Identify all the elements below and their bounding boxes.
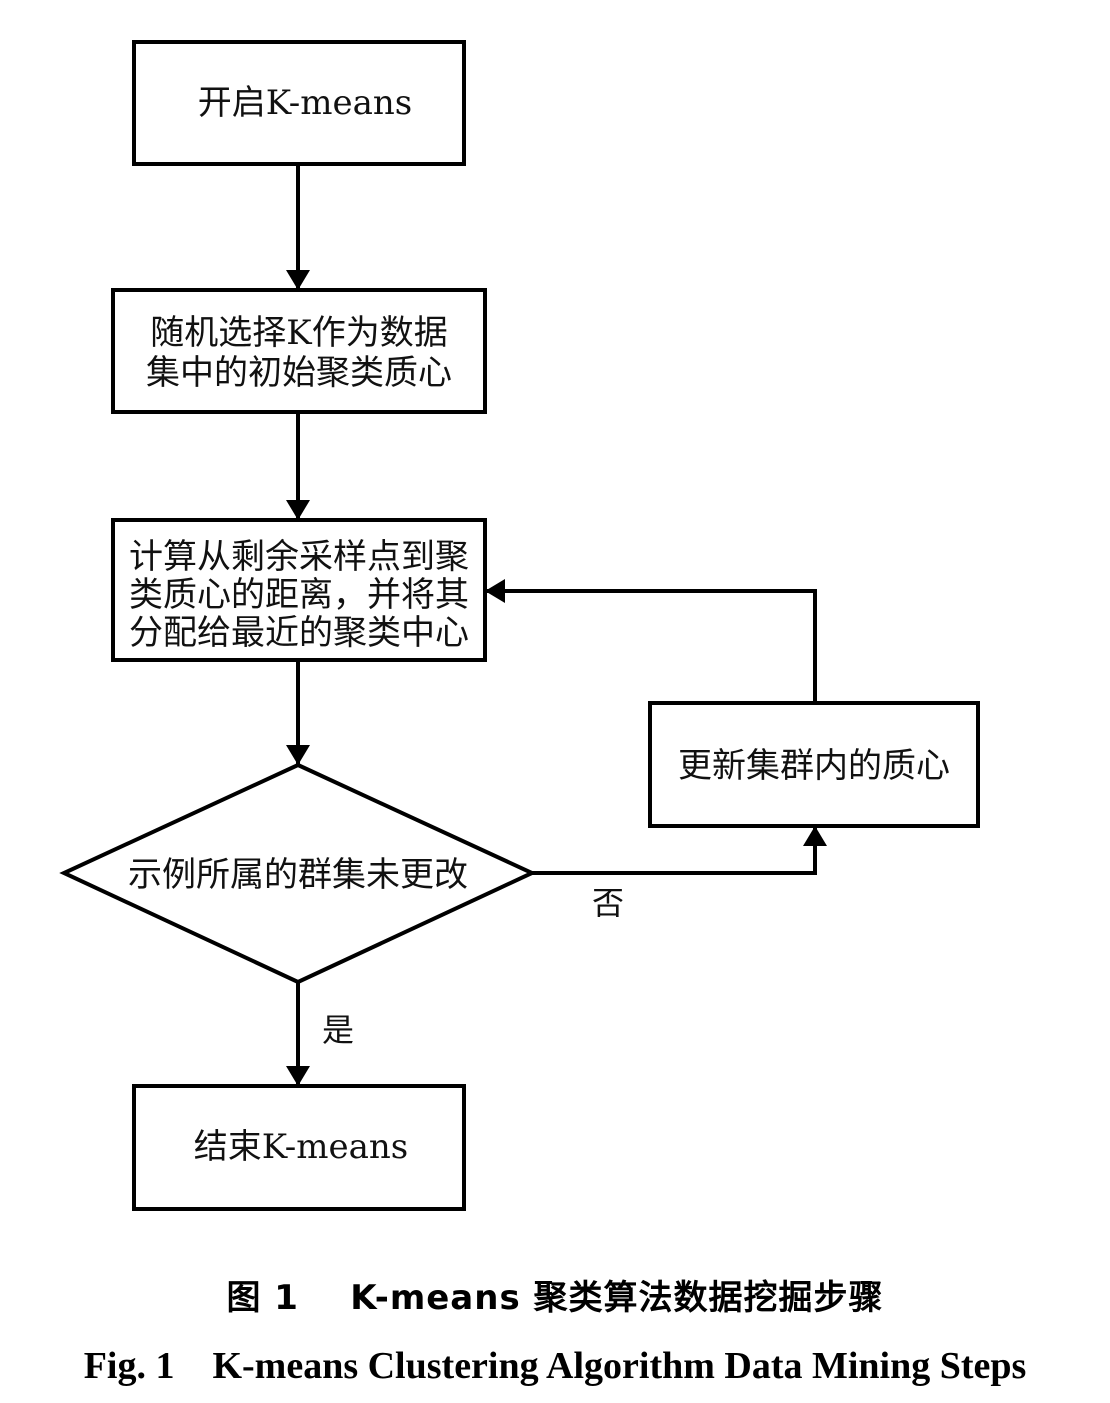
init-centroids-label-line2: 集中的初始聚类质心 <box>146 353 452 393</box>
decision-label: 示例所属的群集未更改 <box>128 855 468 895</box>
assign-clusters-box <box>111 518 487 662</box>
figure-caption-english: Fig. 1 K-means Clustering Algorithm Data… <box>83 1345 1027 1387</box>
start-box <box>132 40 466 166</box>
figure-caption-chinese: 图 1 K-means 聚类算法数据挖掘步骤 <box>226 1278 884 1318</box>
start-label: 开启K-means <box>198 83 412 123</box>
assign-clusters-label-line1: 计算从剩余采样点到聚 <box>129 537 469 577</box>
arrow-update-to-assign <box>485 579 817 703</box>
arrow-decision-to-update <box>532 826 827 875</box>
yes-label: 是 <box>322 1011 354 1049</box>
init-centroids-label-line1: 随机选择K作为数据 <box>150 313 447 353</box>
update-centroids-label: 更新集群内的质心 <box>678 746 950 786</box>
no-label: 否 <box>592 884 624 922</box>
assign-clusters-label-line3: 分配给最近的聚类中心 <box>129 613 469 653</box>
init-centroids-box <box>111 288 487 414</box>
end-label: 结束K-means <box>194 1127 408 1167</box>
assign-clusters-label-line2: 类质心的距离，并将其 <box>129 575 469 615</box>
end-box <box>132 1084 466 1211</box>
